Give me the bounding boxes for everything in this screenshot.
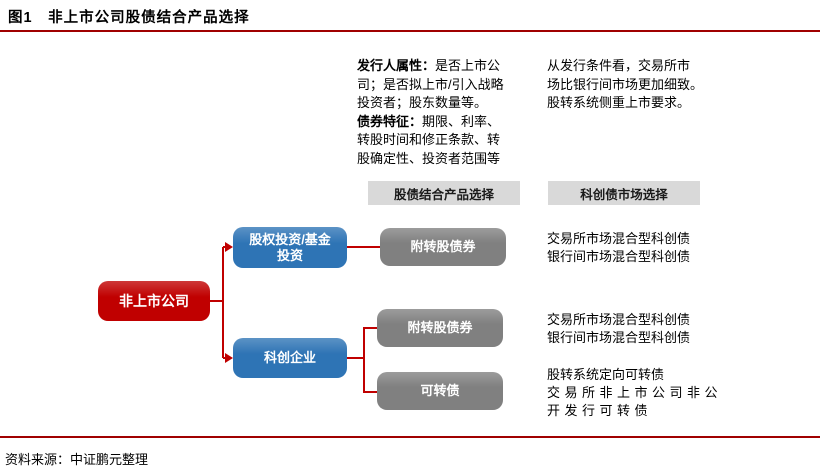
- column-header-product-choice: 股债结合产品选择: [368, 181, 520, 205]
- note-line: 司；是否拟上市/引入战略: [357, 76, 504, 95]
- node-bond-with-equity-option-1: 附转股债券: [380, 228, 506, 266]
- node-bond-with-equity-option-2: 附转股债券: [377, 309, 503, 347]
- note-line: 债券特征：期限、利率、: [357, 113, 504, 132]
- issuer-attributes-note: 发行人属性：是否上市公 司；是否拟上市/引入战略 投资者；股东数量等。 债券特征…: [357, 57, 504, 168]
- note-line: 发行人属性：是否上市公: [357, 57, 504, 76]
- column-header-market-choice: 科创债市场选择: [548, 181, 700, 205]
- node-unlisted-company: 非上市公司: [98, 281, 210, 321]
- source-note: 资料来源：中证鹏元整理: [5, 452, 149, 467]
- annotation-convertible-bond: 股转系统定向可转债 交易所非上市公司非公 开发行可转债: [547, 366, 722, 420]
- figure-title: 图1 非上市公司股债结合产品选择: [8, 10, 250, 26]
- note-text: 投资者；股东数量等。: [357, 95, 488, 110]
- note-line: 转股时间和修正条款、转: [357, 131, 504, 150]
- node-convertible-bond: 可转债: [377, 372, 503, 410]
- arrowhead-icon: [225, 242, 233, 252]
- note-bold-label: 债券特征：: [357, 113, 423, 129]
- annotation-line: 交易所市场混合型科创债: [547, 231, 691, 246]
- note-text: 期限、利率、: [422, 113, 501, 129]
- note-text: 司；是否拟上市/引入战略: [357, 76, 504, 92]
- bottom-rule: [0, 436, 820, 438]
- top-rule: [0, 30, 820, 32]
- annotation-line: 交易所市场混合型科创债: [547, 312, 691, 327]
- note-line: 股转系统侧重上市要求。: [547, 95, 691, 110]
- note-text: 转股时间和修正条款、转: [357, 132, 501, 147]
- note-bold-label: 发行人属性：: [357, 58, 436, 73]
- annotation-line: 股转系统定向可转债: [547, 367, 665, 382]
- arrowhead-icon: [225, 353, 233, 363]
- annotation-line: 银行间市场混合型科创债: [547, 330, 691, 345]
- annotation-line: 交易所非上市公司非公: [547, 385, 723, 400]
- annotation-line: 银行间市场混合型科创债: [547, 249, 691, 264]
- annotation-line: 开发行可转债: [547, 403, 653, 418]
- market-condition-note: 从发行条件看，交易所市 场比银行间市场更加细致。 股转系统侧重上市要求。: [547, 57, 703, 113]
- node-equity-fund-investment: 股权投资/基金投资: [233, 227, 347, 268]
- annotation-mixed-tech-bond-2: 交易所市场混合型科创债 银行间市场混合型科创债: [547, 311, 690, 347]
- note-text: 股确定性、投资者范围等: [357, 150, 501, 166]
- note-text: 是否上市公: [435, 58, 501, 73]
- note-line: 股确定性、投资者范围等: [357, 150, 504, 169]
- annotation-mixed-tech-bond-1: 交易所市场混合型科创债 银行间市场混合型科创债: [547, 230, 690, 266]
- note-line: 从发行条件看，交易所市: [547, 58, 691, 73]
- note-line: 场比银行间市场更加细致。: [547, 76, 704, 92]
- node-tech-innovation-enterprise: 科创企业: [233, 338, 347, 378]
- note-line: 投资者；股东数量等。: [357, 94, 504, 113]
